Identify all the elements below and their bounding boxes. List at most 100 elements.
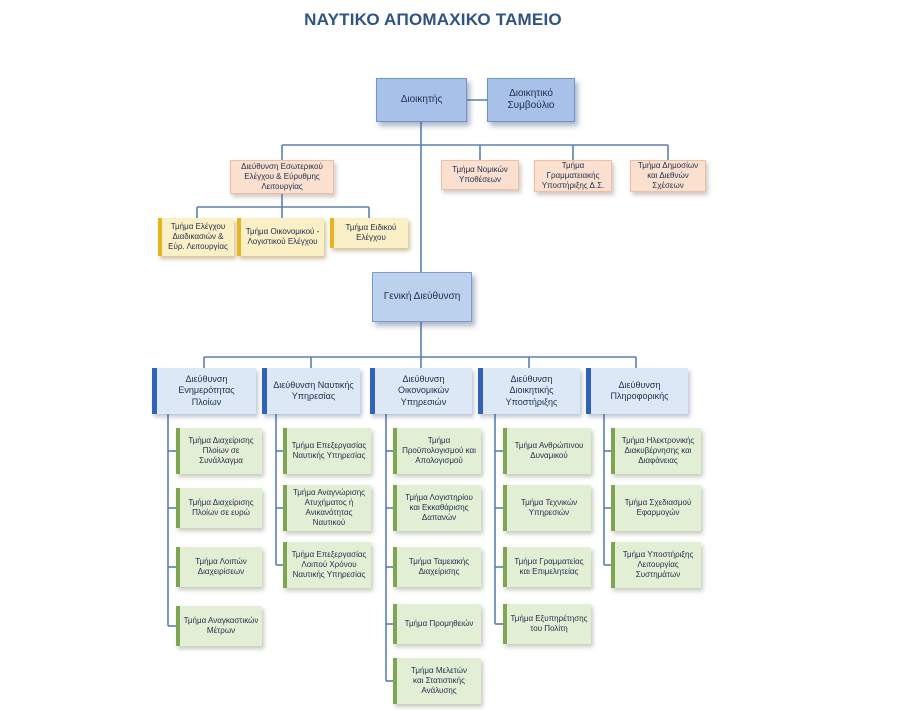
directorate-line: Διεύθυνση — [618, 379, 661, 390]
audit-unit-special[interactable]: Τμήμα Ειδικού Ελέγχου — [330, 218, 408, 248]
department-line: Τμήμα Σχεδιασμού — [624, 498, 692, 507]
department-box[interactable]: Τμήμα Τεχνικών Υπηρεσιών — [503, 485, 591, 531]
staff-unit-line: Τμήμα Δημοσίων — [637, 161, 699, 170]
internal-audit-line: Διεύθυνση Εσωτερικού — [241, 162, 323, 171]
department-line: Εφαρμογών — [636, 508, 680, 517]
board-secretariat-box[interactable]: Τμήμα Γραμματειακής Υποστήριξης Δ.Σ. — [534, 160, 612, 192]
department-box[interactable]: Τμήμα Ανθρώπινου Δυναμικού — [503, 428, 591, 474]
department-line: και Στατιστικής — [413, 676, 465, 685]
directorate-financial-services[interactable]: Διεύθυνση Οικονομικών Υπηρεσιών — [370, 368, 472, 414]
department-box[interactable]: Τμήμα Προϋπολογισμού και Απολογισμού — [393, 428, 481, 474]
audit-unit-line: Εύρ. Λειτουργίας — [168, 242, 228, 251]
board-box[interactable]: Διοικητικό Συμβούλιο — [487, 78, 575, 122]
directorate-naval-service[interactable]: Διεύθυνση Ναυτικής Υπηρεσίας — [262, 368, 360, 414]
staff-unit-line: και Διεθνών — [647, 171, 689, 180]
directorate-line: Υποστήριξης — [505, 396, 558, 407]
department-line: Δαπανών — [421, 513, 457, 522]
department-box[interactable]: Τμήμα Επεξεργασίας Ναυτικής Υπηρεσίας — [283, 428, 371, 474]
department-line: Τμήμα Λογιστηρίου — [405, 493, 473, 502]
department-box[interactable]: Τμήμα Αναγκαστικών Μέτρων — [176, 606, 262, 646]
department-line: Μέτρων — [206, 626, 236, 635]
department-line: Τμήμα Ανθρώπινου — [514, 441, 584, 450]
directorate-line: Οικονομικών — [397, 385, 449, 396]
department-box[interactable]: Τμήμα Διαχείρισης Πλοίων σε ευρώ — [176, 488, 262, 528]
audit-unit-line: Λογιστικού Ελέγχου — [247, 237, 318, 246]
department-line: Τμήμα Ταμειακής — [408, 557, 470, 566]
department-line: Διαχείρισης — [418, 567, 460, 576]
department-line: Τμήμα Εξυπηρέτησης — [510, 614, 588, 623]
chart-title: ΝΑΥΤΙΚΟ ΑΠΟΜΑΧΙΚΟ ΤΑΜΕΙΟ — [304, 10, 562, 29]
department-box[interactable]: Τμήμα Σχεδιασμού Εφαρμογών — [611, 485, 701, 531]
directorate-line: Πληροφορικής — [610, 391, 669, 401]
department-box[interactable]: Τμήμα Λογιστηρίου και Εκκαθάρισης Δαπανώ… — [393, 485, 481, 531]
department-line: Τμήμα Προμηθειών — [404, 619, 474, 628]
staff-unit-line: Υποθέσεων — [459, 175, 501, 184]
audit-unit-line: Ελέγχου — [356, 233, 386, 242]
department-line: Πλοίων σε ευρώ — [192, 508, 250, 517]
department-line: Τμήμα Επεξεργασίας — [291, 550, 367, 559]
department-box[interactable]: Τμήμα Εξυπηρέτησης του Πολίτη — [503, 604, 591, 644]
audit-unit-line: Διαδικασιών & — [172, 232, 224, 241]
department-line: Συνάλλαγμα — [199, 456, 243, 465]
public-relations-box[interactable]: Τμήμα Δημοσίων και Διεθνών Σχέσεων — [630, 160, 706, 192]
directorate-line: Πλοίων — [191, 396, 222, 407]
department-line: Υπηρεσιών — [528, 508, 570, 517]
audit-unit-line: Τμήμα Ελέγχου — [170, 222, 226, 231]
department-line: Ανάλυσης — [421, 686, 457, 695]
legal-affairs-box[interactable]: Τμήμα Νομικών Υποθέσεων — [441, 160, 519, 190]
internal-audit-line: Λειτουργίας — [261, 182, 303, 191]
department-box[interactable]: Τμήμα Υποστήριξης Λειτουργίας Συστημάτων — [611, 542, 701, 588]
directorate-line: Διεύθυνση Ναυτικής — [273, 379, 354, 390]
director-box[interactable]: Διοικητής — [376, 78, 467, 122]
directorate-line: Υπηρεσιών — [400, 396, 447, 407]
department-line: και Επιμελητείας — [519, 567, 579, 576]
department-line: Τμήμα Αναγκαστικών — [183, 616, 259, 625]
department-box[interactable]: Τμήμα Ταμειακής Διαχείρισης — [393, 547, 481, 587]
department-box[interactable]: Τμήμα Προμηθειών — [393, 604, 481, 644]
director-label: Διοικητής — [400, 93, 443, 105]
department-line: Απολογισμού — [415, 456, 463, 465]
audit-unit-financial[interactable]: Τμήμα Οικονομικού - Λογιστικού Ελέγχου — [237, 218, 324, 256]
department-line: Τμήμα Επεξεργασίας — [291, 441, 367, 450]
department-line: Διαχειρίσεων — [197, 567, 245, 576]
department-line: Τμήμα Γραμματείας — [514, 557, 584, 566]
staff-unit-line: Γραμματειακής — [546, 171, 600, 180]
internal-audit-line: Ελέγχου & Εύρυθμης — [244, 172, 320, 181]
directorate-informatics[interactable]: Διεύθυνση Πληροφορικής — [586, 368, 688, 414]
department-line: Προϋπολογισμού και — [402, 446, 476, 455]
staff-unit-line: Τμήμα — [561, 161, 585, 170]
department-line: Τμήμα Μελετών — [411, 666, 467, 675]
board-label-line: Διοικητικό — [509, 87, 553, 99]
department-line: Τμήμα — [427, 436, 451, 445]
department-box[interactable]: Τμήμα Γραμματείας και Επιμελητείας — [503, 547, 591, 587]
staff-unit-line: Τμήμα Νομικών — [452, 165, 508, 174]
directorate-line: Ενημερότητας — [178, 385, 235, 396]
directorate-ship-clearance[interactable]: Διεύθυνση Ενημερότητας Πλοίων — [152, 368, 256, 414]
directorate-line: Διεύθυνση — [185, 374, 228, 385]
department-box[interactable]: Τμήμα Διαχείρισης Πλοίων σε Συνάλλαγμα — [176, 428, 262, 474]
department-box[interactable]: Τμήμα Αναγνώρισης Ατυχήματος ή Ανικανότη… — [283, 485, 371, 531]
department-box[interactable]: Τμήμα Λοιπών Διαχειρίσεων — [176, 547, 262, 587]
audit-unit-procedures[interactable]: Τμήμα Ελέγχου Διαδικασιών & Εύρ. Λειτουρ… — [158, 218, 234, 256]
general-directorate-label: Γενική Διεύθυνση — [383, 290, 461, 302]
department-line: Διαφάνειας — [638, 456, 678, 465]
department-line: Συστημάτων — [635, 570, 681, 579]
department-line: Τμήμα Διαχείρισης — [188, 498, 254, 507]
department-box[interactable]: Τμήμα Ηλεκτρονικής Διακυβέρνησης και Δια… — [611, 428, 701, 474]
audit-unit-line: Τμήμα Ειδικού — [345, 223, 397, 232]
board-label-line: Συμβούλιο — [507, 100, 555, 111]
department-line: Τμήμα Αναγνώρισης — [292, 488, 365, 497]
department-line: Ναυτικού — [312, 518, 346, 527]
directorate-administrative-support[interactable]: Διεύθυνση Διοικητικής Υποστήριξης — [478, 368, 580, 414]
department-line: Τμήμα Υποστήριξης — [622, 550, 694, 559]
department-line: Τμήμα Τεχνικών — [520, 498, 578, 507]
internal-audit-box[interactable]: Διεύθυνση Εσωτερικού Ελέγχου & Εύρυθμης … — [230, 160, 334, 194]
department-line: Πλοίων σε — [202, 446, 240, 455]
department-line: Ανικανότητας — [305, 508, 353, 517]
department-line: Τμήμα Λοιπών — [195, 557, 247, 566]
audit-unit-line: Τμήμα Οικονομικού - — [245, 227, 320, 236]
department-box[interactable]: Τμήμα Μελετών και Στατιστικής Ανάλυσης — [393, 658, 481, 704]
department-box[interactable]: Τμήμα Επεξεργασίας Λοιπού Χρόνου Ναυτική… — [283, 542, 371, 588]
general-directorate-box[interactable]: Γενική Διεύθυνση — [372, 272, 472, 322]
